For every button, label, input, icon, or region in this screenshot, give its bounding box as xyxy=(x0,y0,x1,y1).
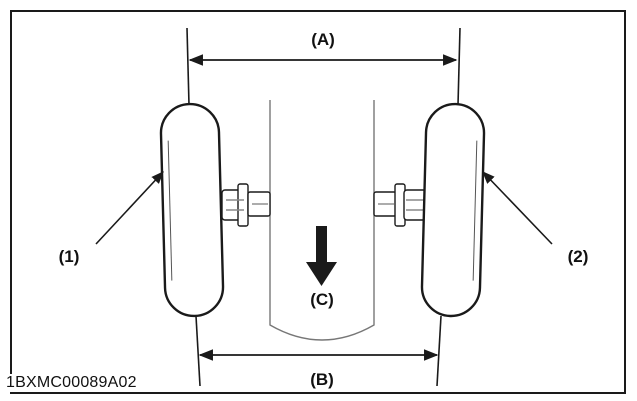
right-axle-hub xyxy=(373,183,427,227)
left-axle-hub xyxy=(221,183,271,227)
extension-line-left-bottom xyxy=(195,315,201,387)
forward-direction-arrow xyxy=(306,226,337,286)
right-tire xyxy=(420,102,486,318)
label-tire-1: (1) xyxy=(59,247,80,266)
chassis-body xyxy=(269,100,375,341)
left-tire xyxy=(159,102,225,318)
figure-code: 1BXMC00089A02 xyxy=(4,374,141,392)
label-dimension-a: (A) xyxy=(311,30,335,49)
extension-line-left-top xyxy=(186,27,190,106)
extension-line-right-top xyxy=(457,27,461,106)
label-dimension-b: (B) xyxy=(310,370,334,389)
diagram-frame xyxy=(10,10,626,394)
leader-arrow-1 xyxy=(95,171,164,245)
extension-line-right-bottom xyxy=(436,315,442,387)
leader-arrow-2 xyxy=(482,171,553,245)
label-tire-2: (2) xyxy=(568,247,589,266)
label-direction-c: (C) xyxy=(310,290,334,309)
